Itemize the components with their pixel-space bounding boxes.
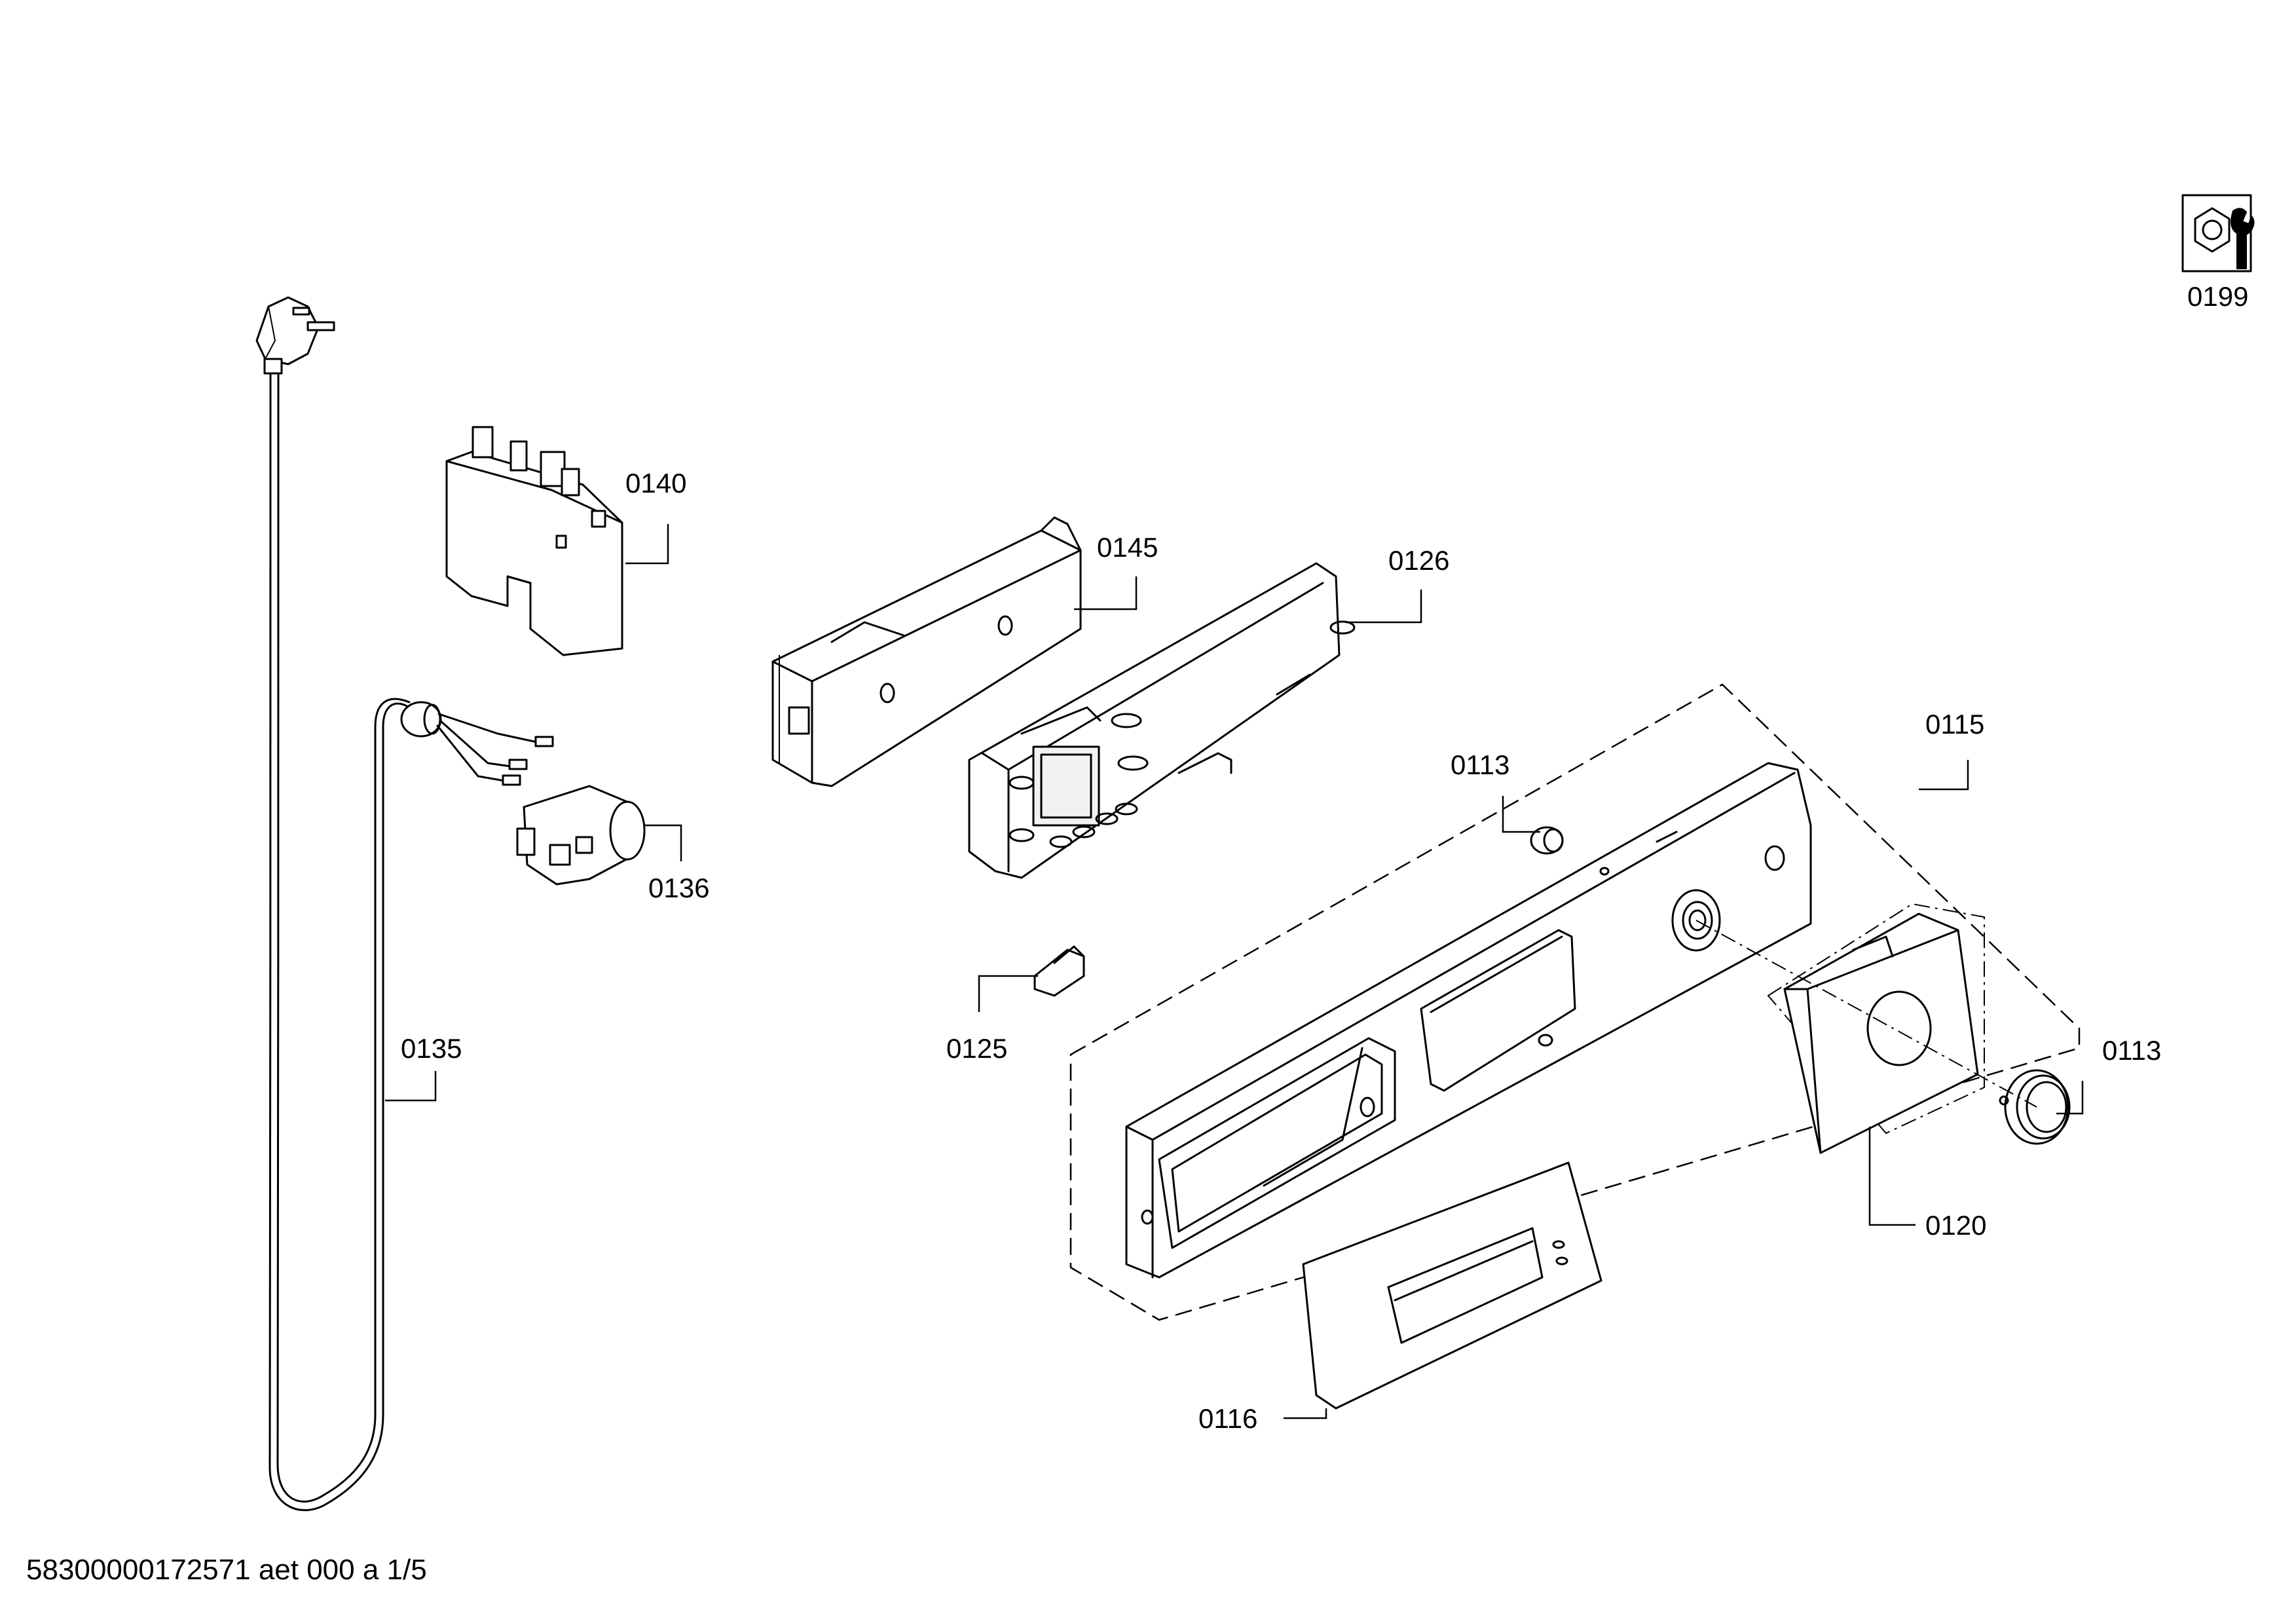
cable-harness xyxy=(400,701,554,786)
interference-filter xyxy=(516,785,646,886)
alignment-axis xyxy=(1695,920,2037,1108)
group-outline-0115 xyxy=(1069,683,2081,1321)
retaining-clip xyxy=(1033,945,1085,997)
knob-cover-panel xyxy=(1783,912,1979,1154)
button-cap-0113-top xyxy=(1530,826,1564,855)
callout-labels: 0199 0140 0145 0126 0115 0113 0136 0135 … xyxy=(401,281,2248,1434)
callout-0126: 0126 xyxy=(1388,545,1449,576)
selector-knob xyxy=(1999,1069,2071,1145)
callout-0113-knob: 0113 xyxy=(2102,1035,2161,1066)
power-cord xyxy=(255,296,411,1511)
callout-0125: 0125 xyxy=(946,1033,1007,1064)
document-id-footer: 58300000172571 aet 000 a 1/5 xyxy=(26,1554,427,1586)
control-panel-fascia xyxy=(1125,762,1812,1279)
electronic-housing xyxy=(771,516,1082,787)
drawer-front-panel xyxy=(1302,1161,1602,1410)
leader-lines xyxy=(385,524,2084,1419)
nut-and-wrench-icon xyxy=(2181,194,2255,272)
callout-0145: 0145 xyxy=(1097,532,1158,563)
pcb-frame xyxy=(968,562,1356,879)
callout-0113-top: 0113 xyxy=(1451,749,1509,780)
callout-0120: 0120 xyxy=(1925,1210,1986,1241)
power-module-box xyxy=(445,426,623,656)
callout-0136: 0136 xyxy=(648,873,709,903)
callout-0135: 0135 xyxy=(401,1033,462,1064)
callout-0140: 0140 xyxy=(625,468,686,498)
callout-0115: 0115 xyxy=(1925,709,1984,740)
callout-0116: 0116 xyxy=(1198,1403,1257,1434)
callout-0199: 0199 xyxy=(2187,281,2248,312)
